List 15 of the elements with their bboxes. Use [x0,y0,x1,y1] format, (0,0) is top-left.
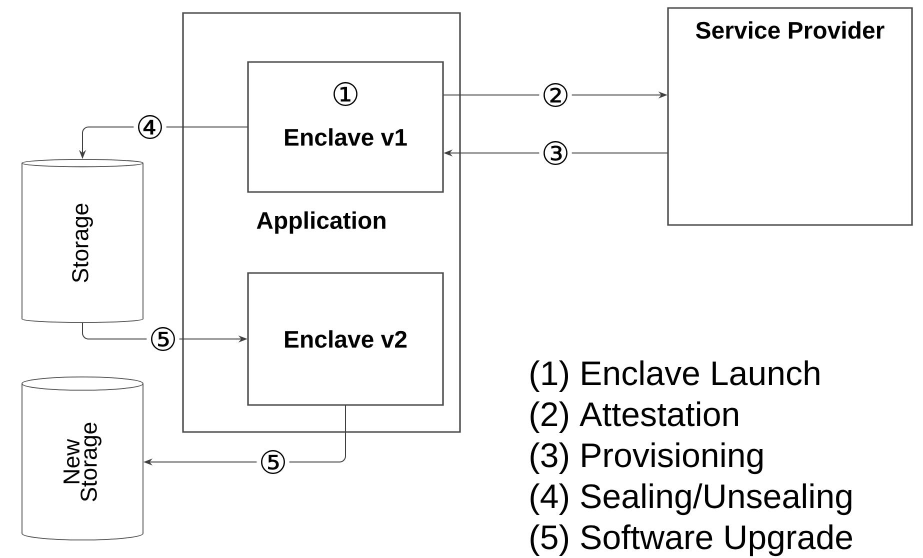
edge-label: ④ [134,113,166,141]
process-box: ① Enclave v1 [247,61,444,193]
legend-text: (3) Provisioning [530,442,762,474]
process-box: Service Provider [667,7,913,226]
storage-cylinder: New Storage [22,376,144,540]
edge-label: ⑤ [146,325,180,353]
legend-text: (5) Software Upgrade [530,524,852,556]
edge-label: ③ [539,139,572,167]
edge-label: ⑤ [256,448,290,476]
legend-text: (2) Attestation [530,401,738,434]
storage-cylinder: Storage [22,159,144,323]
legend-text: (4) Sealing/Unsealing [530,483,852,516]
process-box: Enclave v2 [247,272,444,406]
edge-label: ② [539,81,572,109]
legend-text: (1) Enclave Launch [530,360,820,392]
